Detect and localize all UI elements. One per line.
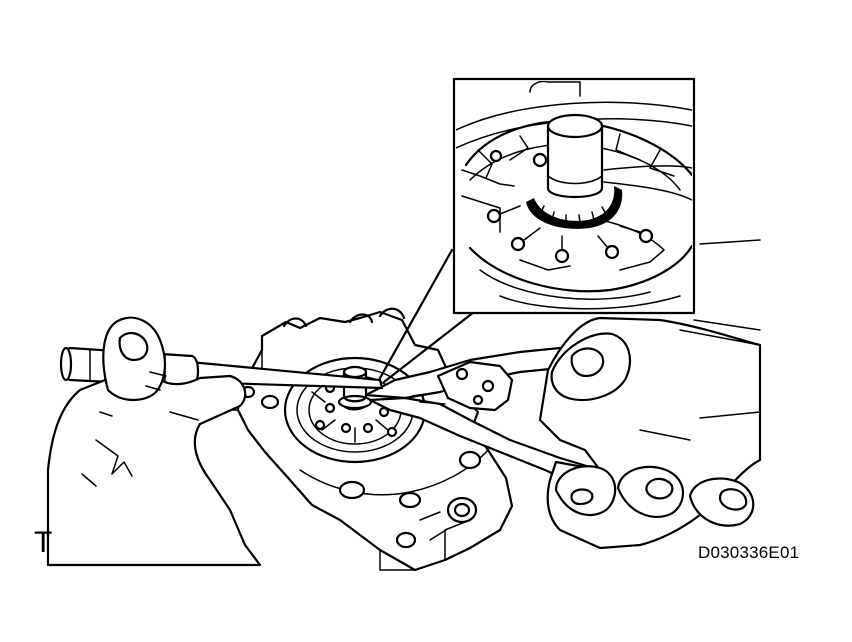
detail-inset (452, 77, 696, 315)
corner-mark: T (34, 526, 53, 559)
figure-code: D030336E01 (698, 543, 800, 562)
callout-leader (378, 248, 476, 384)
arm-outline-lower (693, 319, 761, 331)
left-hand (46, 316, 262, 567)
right-hand (538, 316, 762, 550)
snap-ring-pliers (364, 346, 602, 490)
arm-outline (699, 239, 761, 245)
